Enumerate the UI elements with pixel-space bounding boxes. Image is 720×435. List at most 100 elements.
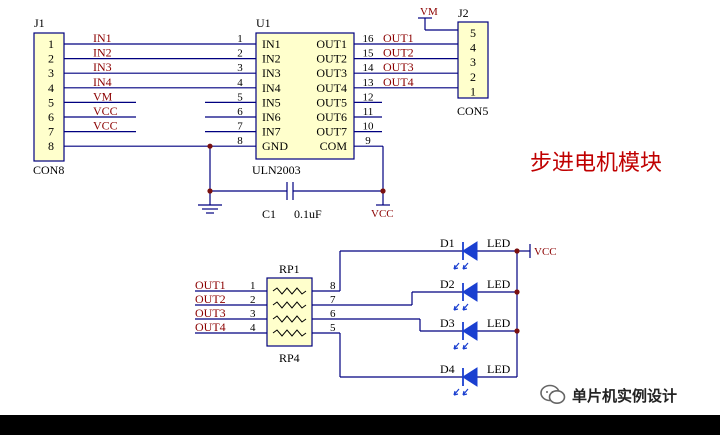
j1-net-label: VM [93, 89, 113, 103]
j1-net-label: IN4 [93, 75, 112, 89]
resistor-element [272, 329, 307, 337]
u1-right-pin-name: OUT2 [316, 52, 347, 66]
u1-right-pin-name: COM [320, 139, 348, 153]
led-symbol [462, 282, 478, 302]
watermark: 单片机实例设计 [540, 384, 677, 406]
u1-right-pin-number: 10 [363, 121, 375, 133]
labels: J1CON812345678IN1IN2IN3IN4VMVCCVCCU1ULN2… [33, 6, 557, 376]
j1-net-label: VCC [93, 104, 118, 118]
u1-left-pin-name: IN1 [262, 37, 281, 51]
u1-right-pin-name: OUT6 [316, 110, 347, 124]
components [33, 21, 520, 396]
u1-left-pin-number: 5 [237, 91, 243, 103]
j1-part: CON8 [33, 163, 64, 177]
j1-pin-number: 3 [48, 66, 54, 80]
j2-pin-number: 5 [470, 26, 476, 40]
led-ref: D3 [440, 316, 455, 330]
led-ref: D1 [440, 236, 455, 250]
junction-dot [380, 188, 386, 194]
j1-pin-number: 5 [48, 95, 54, 109]
rp-right-pin: 7 [330, 294, 336, 306]
u1-left-pin-number: 6 [237, 106, 243, 118]
j1-net-label: IN2 [93, 46, 112, 60]
rp-left-pin: 4 [250, 322, 256, 334]
junction-dot [514, 248, 520, 254]
j2-pin-number: 4 [470, 41, 476, 55]
u1-right-pin-name: OUT1 [316, 37, 347, 51]
led-light-arrow [453, 303, 460, 311]
j1-net-label: IN1 [93, 31, 112, 45]
u1-left-pin-number: 3 [237, 62, 243, 74]
rp-net-label: OUT4 [195, 320, 226, 334]
wechat-icon [540, 384, 566, 404]
u1-body [255, 32, 355, 160]
led-light-arrow [462, 262, 469, 270]
c1-value: 0.1uF [294, 207, 322, 221]
led-symbol [462, 241, 478, 261]
c1-ref: C1 [262, 207, 276, 221]
led-light-arrow [453, 342, 460, 350]
rp-net-label: OUT2 [195, 292, 226, 306]
j1-pin-number: 4 [48, 81, 54, 95]
wires [64, 17, 531, 378]
led-label: LED [487, 362, 511, 376]
rp-net-label: OUT3 [195, 306, 226, 320]
j1-net-label: IN3 [93, 60, 112, 74]
j2-pin-number: 2 [470, 70, 476, 84]
u1-right-pin-number: 14 [363, 62, 375, 74]
u1-right-pin-number: 16 [363, 33, 375, 45]
led-light-arrow [462, 388, 469, 396]
u1-out-net-label: OUT1 [383, 31, 414, 45]
j1-pin-number: 6 [48, 110, 54, 124]
rp-ref-top: RP1 [279, 262, 300, 276]
u1-left-pin-name: IN5 [262, 95, 281, 109]
rp-right-pin: 8 [330, 280, 336, 292]
resistor-element [272, 301, 307, 309]
u1-left-pin-number: 2 [237, 48, 243, 60]
u1-right-pin-number: 13 [363, 77, 375, 89]
j1-net-label: VCC [93, 119, 118, 133]
vm-power-label: VM [420, 6, 438, 18]
junction-dot [514, 289, 520, 295]
j2-part: CON5 [457, 104, 488, 118]
j1-pin-number: 2 [48, 52, 54, 66]
led-vcc-label: VCC [534, 246, 557, 258]
u1-left-pin-name: GND [262, 139, 288, 153]
u1-right-pin-name: OUT5 [316, 95, 347, 109]
junction-dot [207, 143, 213, 149]
u1-left-pin-name: IN3 [262, 66, 281, 80]
u1-ref: U1 [256, 16, 271, 30]
u1-right-pin-number: 12 [363, 91, 374, 103]
rp-left-pin: 1 [250, 280, 256, 292]
j1-pin-number: 1 [48, 37, 54, 51]
u1-out-net-label: OUT2 [383, 46, 414, 60]
u1-left-pin-name: IN6 [262, 110, 281, 124]
u1-left-pin-name: IN2 [262, 52, 281, 66]
junction-dot [207, 188, 213, 194]
u1-right-pin-number: 11 [363, 106, 374, 118]
led-label: LED [487, 316, 511, 330]
u1-left-pin-number: 1 [237, 33, 243, 45]
led-light-arrow [453, 388, 460, 396]
resistor-element [272, 287, 307, 295]
led-light-arrow [453, 262, 460, 270]
u1-right-pin-name: OUT4 [316, 81, 347, 95]
u1-right-pin-name: OUT7 [316, 125, 347, 139]
u1-left-pin-number: 4 [237, 77, 243, 89]
led-symbol [462, 367, 478, 387]
led-ref: D4 [440, 362, 455, 376]
rp-body [266, 277, 313, 347]
j2-pin-number: 1 [470, 84, 476, 98]
led-light-arrow [462, 303, 469, 311]
j2-connector-body [457, 21, 489, 99]
led-label: LED [487, 236, 511, 250]
u1-left-pin-name: IN4 [262, 81, 281, 95]
u1-right-pin-number: 15 [363, 48, 375, 60]
rp-left-pin: 2 [250, 294, 256, 306]
led-symbol [462, 321, 478, 341]
j1-connector-body [33, 32, 65, 162]
rp-ref-bottom: RP4 [279, 351, 300, 365]
u1-part: ULN2003 [252, 163, 301, 177]
